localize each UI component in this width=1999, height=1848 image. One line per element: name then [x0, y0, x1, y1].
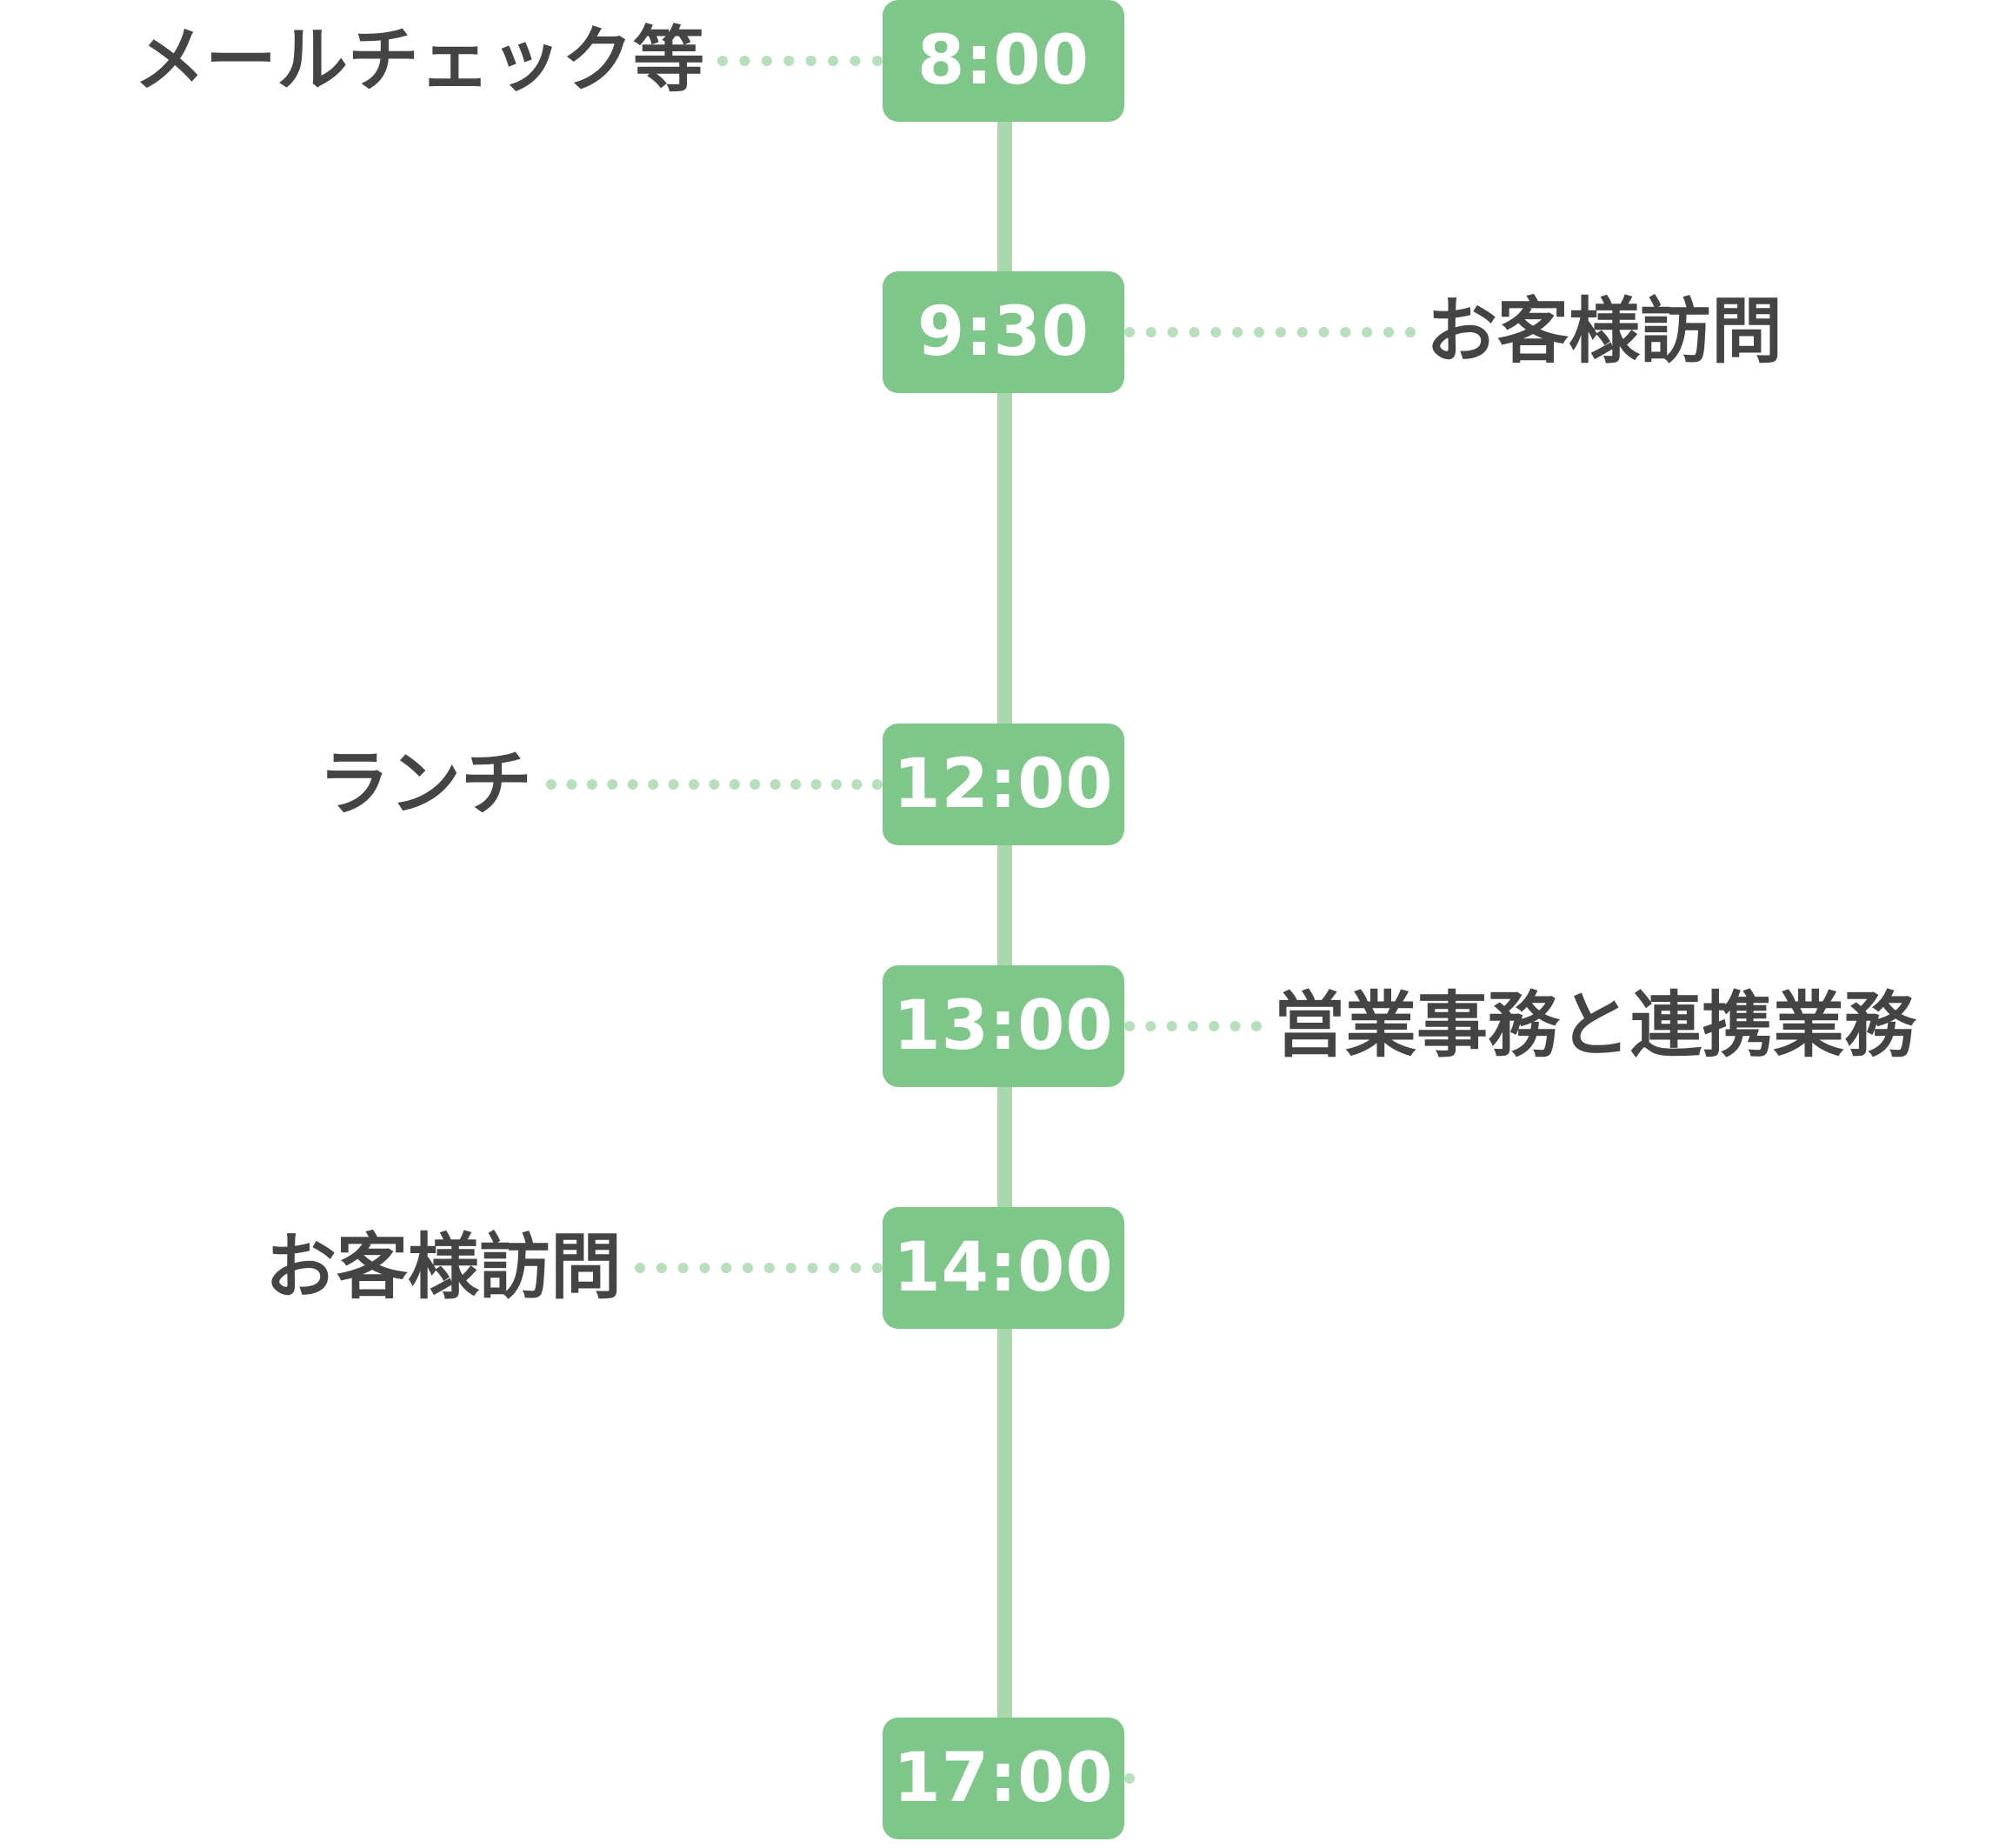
dotted-connector-1300 — [1124, 1021, 1262, 1031]
time-badge-1200: 12:00 — [883, 724, 1124, 845]
time-badge-1300: 13:00 — [883, 965, 1124, 1087]
time-badge-1700: 17:00 — [883, 1718, 1124, 1839]
event-label-1300: 営業事務と連携業務 — [1274, 984, 1916, 1067]
dotted-connector-0800 — [717, 56, 883, 66]
timeline-row-0930: 9:30 お客様訪問 — [0, 271, 1999, 393]
dotted-connector-1400 — [635, 1263, 883, 1273]
dotted-connector-1700 — [1124, 1773, 1133, 1784]
timeline-row-1300: 13:00 営業事務と連携業務 — [0, 965, 1999, 1087]
timeline-row-0800: メールチェック等 8:00 — [0, 0, 1999, 122]
event-label-1400: お客様訪問 — [264, 1226, 622, 1309]
timeline-row-1700: 17:00 — [0, 1718, 1999, 1839]
event-label-0800: メールチェック等 — [133, 19, 704, 102]
event-label-0930: お客様訪問 — [1426, 290, 1783, 373]
dotted-connector-0930 — [1124, 327, 1416, 337]
event-label-1200: ランチ — [317, 743, 532, 825]
time-badge-0800: 8:00 — [883, 0, 1124, 122]
time-badge-1400: 14:00 — [883, 1207, 1124, 1329]
dotted-connector-1200 — [546, 779, 883, 790]
timeline-axis-line — [997, 52, 1012, 1835]
timeline-row-1200: ランチ 12:00 — [0, 724, 1999, 845]
time-badge-0930: 9:30 — [883, 271, 1124, 393]
timeline-row-1400: お客様訪問 14:00 — [0, 1207, 1999, 1329]
